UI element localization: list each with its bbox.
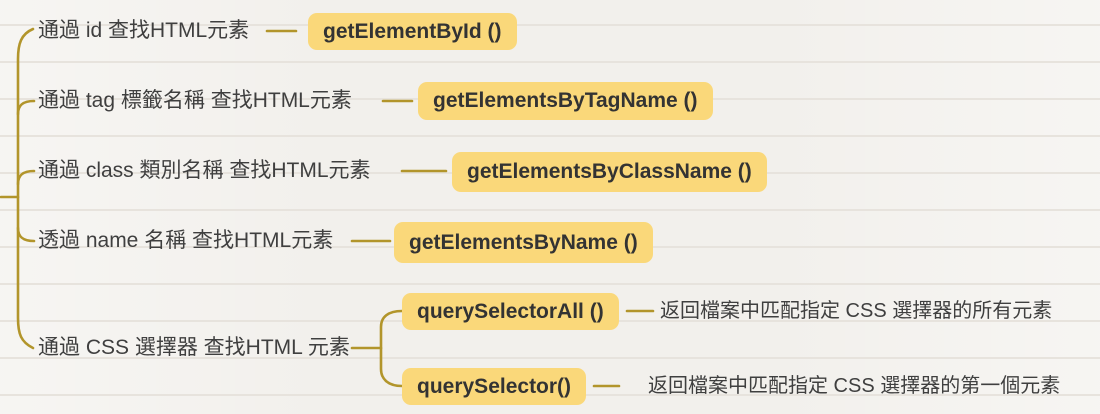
note-queryselectorall[interactable]: 返回檔案中匹配指定 CSS 選擇器的所有元素 bbox=[660, 300, 1053, 322]
method-node-queryselector[interactable]: querySelector() bbox=[402, 368, 587, 405]
topic-find-by-css-selector[interactable]: 通過 CSS 選擇器 查找HTML 元素 bbox=[38, 336, 350, 359]
branch-curve-tag bbox=[16, 99, 36, 116]
branch-curve-name bbox=[16, 226, 36, 243]
trunk-line bbox=[16, 27, 35, 350]
topic-find-by-tag[interactable]: 通過 tag 標籤名稱 查找HTML元素 bbox=[38, 89, 352, 112]
method-node-getelementbyid[interactable]: getElementById () bbox=[308, 13, 517, 50]
branch-curve-class bbox=[16, 169, 36, 186]
topic-find-by-name[interactable]: 透過 name 名稱 查找HTML元素 bbox=[38, 229, 334, 252]
method-node-getelementsbyname[interactable]: getElementsByName () bbox=[394, 222, 653, 263]
method-node-queryselectorall[interactable]: querySelectorAll () bbox=[402, 293, 619, 330]
css-children-bracket bbox=[379, 309, 404, 388]
topic-find-by-id[interactable]: 通過 id 查找HTML元素 bbox=[38, 19, 250, 42]
method-node-getelementsbytagname[interactable]: getElementsByTagName () bbox=[418, 82, 713, 120]
topic-find-by-class[interactable]: 通過 class 類別名稱 查找HTML元素 bbox=[38, 159, 371, 182]
note-queryselector[interactable]: 返回檔案中匹配指定 CSS 選擇器的第一個元素 bbox=[648, 375, 1061, 397]
method-node-getelementsbyclassname[interactable]: getElementsByClassName () bbox=[452, 152, 767, 192]
